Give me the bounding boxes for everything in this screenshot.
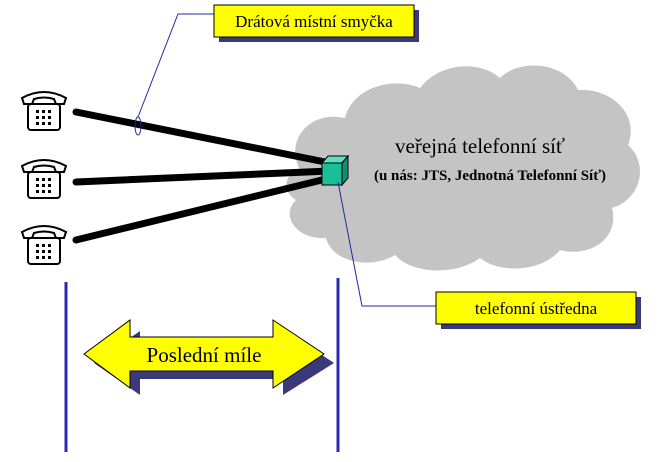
wire-3: [72, 174, 334, 244]
exchange-leader: [337, 181, 436, 307]
telephone-icon: [20, 91, 68, 131]
local-loop-callout: Drátová místní smyčka: [134, 4, 419, 136]
exchange-callout: telefonní ústředna: [337, 181, 641, 329]
local-loop-leader: [137, 13, 215, 118]
network-subtitle: (u nás: JTS, Jednotná Telefonní Síť): [374, 168, 606, 184]
exchange-label: telefonní ústředna: [475, 299, 598, 318]
wire-1: [72, 108, 334, 167]
network-title: veřejná telefonní síť: [395, 134, 565, 158]
local-loop-wires: [72, 108, 334, 244]
telephone-icon: [20, 225, 68, 265]
public-network-cloud: [286, 65, 640, 271]
local-loop-label: Drátová místní smyčka: [235, 12, 393, 31]
wire-2: [72, 167, 334, 186]
telephone-icon: [20, 159, 68, 199]
last-mile-label: Poslední míle: [147, 343, 262, 367]
exchange-cube-icon: [320, 154, 350, 187]
last-mile-arrow: Poslední míle: [83, 319, 334, 395]
